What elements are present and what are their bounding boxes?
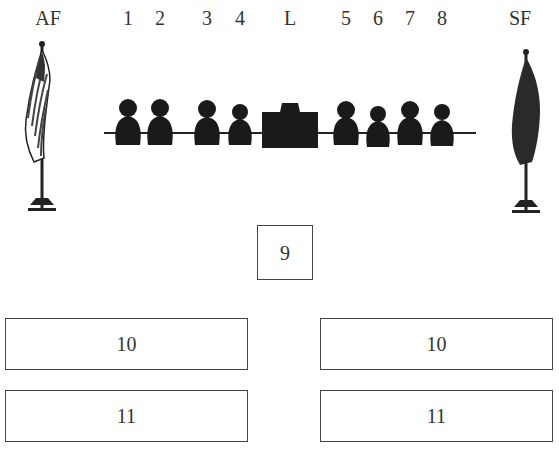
- seated-people: [115, 99, 453, 147]
- row-box: 10: [320, 318, 553, 370]
- row-box: 10: [5, 318, 248, 370]
- row-box: 11: [320, 390, 553, 442]
- box-number: 10: [117, 332, 137, 356]
- box-number: 9: [280, 241, 290, 265]
- state-flag: [512, 49, 540, 213]
- seat-number: 7: [405, 6, 415, 30]
- lectern: [262, 103, 318, 148]
- seat-number: 1: [123, 6, 133, 30]
- seat-number: 3: [202, 6, 212, 30]
- seat-box: 9: [257, 225, 313, 280]
- lectern-label: L: [284, 6, 296, 30]
- seat-number: 6: [373, 6, 383, 30]
- american-flag: [25, 41, 56, 211]
- flag-label: SF: [509, 6, 531, 30]
- box-number: 10: [427, 332, 447, 356]
- row-box: 11: [5, 390, 248, 442]
- seat-number: 8: [437, 6, 447, 30]
- flag-label: AF: [35, 6, 61, 30]
- seat-number: 4: [235, 6, 245, 30]
- seat-number: 5: [341, 6, 351, 30]
- box-number: 11: [427, 404, 446, 428]
- seat-number: 2: [155, 6, 165, 30]
- box-number: 11: [117, 404, 136, 428]
